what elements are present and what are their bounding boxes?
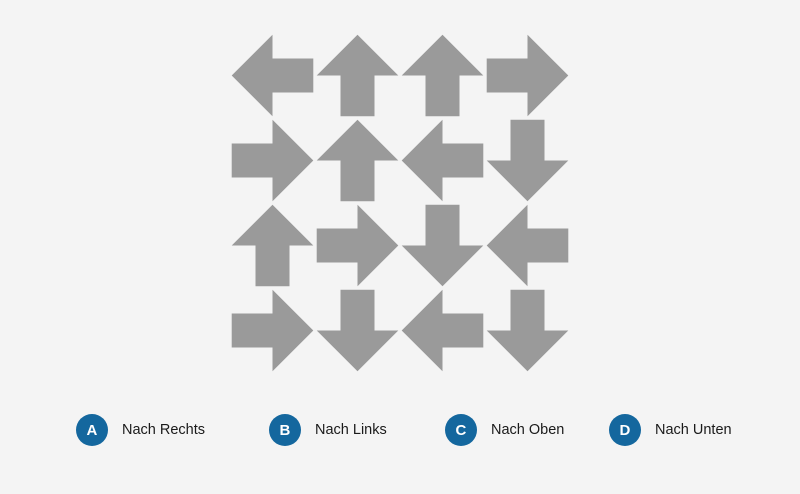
legend-label-c: Nach Oben [491, 422, 565, 438]
legend-item-d[interactable]: D Nach Unten [609, 405, 732, 455]
legend-item-b[interactable]: B Nach Links [269, 405, 387, 455]
arrow-grid [230, 33, 570, 372]
arrow-cell-r1c4 [485, 33, 570, 118]
arrow-cell-r1c2 [315, 33, 400, 118]
arrow-left-icon [401, 289, 484, 372]
legend-badge-a: A [76, 414, 108, 446]
arrow-cell-r3c1 [230, 203, 315, 288]
arrow-cell-r4c3 [400, 288, 485, 373]
arrow-cell-r1c3 [400, 33, 485, 118]
legend-badge-d: D [609, 414, 641, 446]
arrow-up-icon [316, 34, 399, 117]
arrow-up-icon [401, 34, 484, 117]
arrow-right-icon [231, 119, 314, 202]
arrow-left-icon [486, 204, 569, 287]
arrow-cell-r4c1 [230, 288, 315, 373]
arrow-cell-r2c3 [400, 118, 485, 203]
legend-item-c[interactable]: C Nach Oben [445, 405, 564, 455]
arrow-cell-r3c4 [485, 203, 570, 288]
arrow-left-icon [401, 119, 484, 202]
legend-label-b: Nach Links [315, 422, 387, 438]
legend-label-a: Nach Rechts [122, 422, 206, 438]
arrow-cell-r4c4 [485, 288, 570, 373]
arrow-down-icon [486, 119, 569, 202]
answer-legend: A Nach Rechts B Nach Links C Nach Oben D… [0, 405, 800, 455]
arrow-cell-r2c1 [230, 118, 315, 203]
legend-label-d: Nach Unten [655, 422, 732, 438]
legend-badge-b: B [269, 414, 301, 446]
arrow-right-icon [231, 289, 314, 372]
arrow-cell-r2c2 [315, 118, 400, 203]
arrow-up-icon [316, 119, 399, 202]
arrow-right-icon [316, 204, 399, 287]
legend-badge-c: C [445, 414, 477, 446]
legend-item-a[interactable]: A Nach Rechts [76, 405, 205, 455]
arrow-right-icon [486, 34, 569, 117]
arrow-up-icon [231, 204, 314, 287]
arrow-cell-r3c2 [315, 203, 400, 288]
arrow-down-icon [316, 289, 399, 372]
arrow-cell-r1c1 [230, 33, 315, 118]
arrow-left-icon [231, 34, 314, 117]
arrow-down-icon [486, 289, 569, 372]
arrow-cell-r4c2 [315, 288, 400, 373]
arrow-cell-r3c3 [400, 203, 485, 288]
arrow-cell-r2c4 [485, 118, 570, 203]
arrow-down-icon [401, 204, 484, 287]
